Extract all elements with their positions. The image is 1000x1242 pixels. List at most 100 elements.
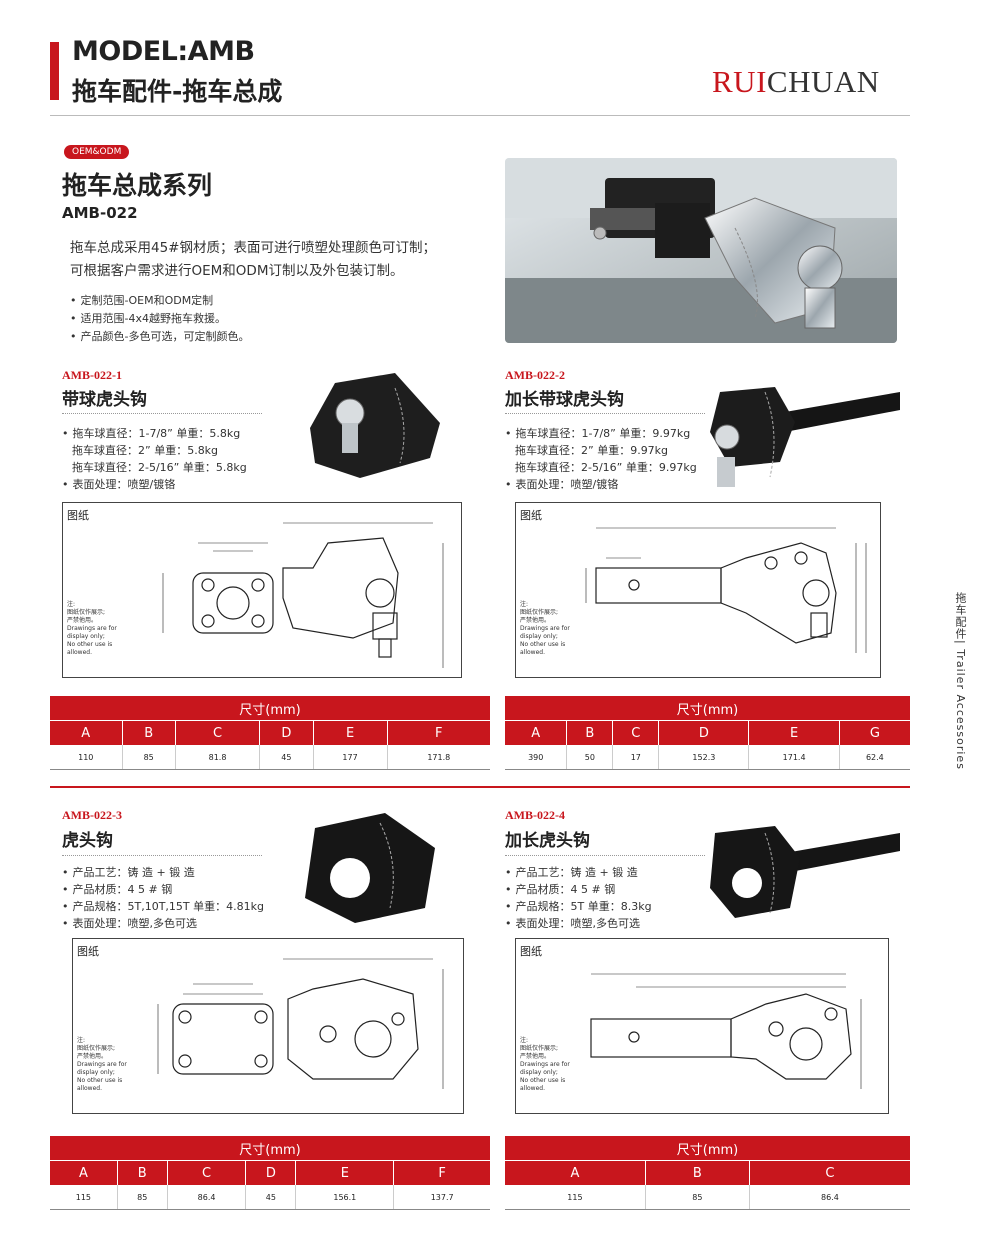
series-code: AMB-022 <box>62 204 138 222</box>
header-divider <box>50 115 910 116</box>
spec-line: 表面处理：喷塑/镀铬 <box>62 476 247 493</box>
bullet-item: 定制范围-OEM和ODM定制 <box>70 292 249 310</box>
drawing-label: 图纸 <box>520 509 542 522</box>
table-title: 尺寸(mm) <box>50 696 490 721</box>
product-code: AMB-022-4 <box>505 808 565 822</box>
brand-logo: RUICHUAN <box>712 64 880 100</box>
spec-line: 拖车球直径：1-7/8” 单重：5.8kg <box>62 425 247 442</box>
cell: 85 <box>645 1185 750 1210</box>
cell: 45 <box>259 745 314 770</box>
spec-line: 产品规格：5T,10T,15T 单重：4.81kg <box>62 898 264 915</box>
col-header: G <box>839 720 910 745</box>
hero-photo <box>505 158 897 343</box>
pintle-ball-hook-photo <box>310 373 440 478</box>
series-title: 拖车总成系列 <box>62 171 213 200</box>
product-specs: 产品工艺：铸 造 + 锻 造 产品材质：4 5 # 钢 产品规格：5T,10T,… <box>62 864 264 932</box>
spec-line: 产品规格：5T 单重：8.3kg <box>505 898 652 915</box>
cell: 152.3 <box>658 745 750 770</box>
divider <box>505 855 705 856</box>
cell: 177 <box>313 745 388 770</box>
cell: 115 <box>50 1185 118 1210</box>
spec-line: 产品材质：4 5 # 钢 <box>62 881 264 898</box>
spec-line: 表面处理：喷塑/镀铬 <box>505 476 697 493</box>
col-header: C <box>749 1160 910 1185</box>
spec-line: 产品材质：4 5 # 钢 <box>505 881 652 898</box>
col-header: A <box>50 1160 118 1185</box>
extended-pintle-hook-photo <box>710 826 900 918</box>
extended-ball-hook-photo <box>710 387 900 487</box>
col-header: A <box>505 1160 646 1185</box>
cell: 171.8 <box>387 745 490 770</box>
product-specs: 拖车球直径：1-7/8” 单重：9.97kg 拖车球直径：2” 单重：9.97k… <box>505 425 697 493</box>
cell: 81.8 <box>175 745 261 770</box>
col-header: E <box>748 720 840 745</box>
brand-rest: CHUAN <box>766 64 880 99</box>
intro-bullets: 定制范围-OEM和ODM定制 适用范围-4x4越野拖车救援。 产品颜色-多色可选… <box>70 292 250 346</box>
cell: 115 <box>505 1185 646 1210</box>
cell: 390 <box>505 745 568 770</box>
table-title: 尺寸(mm) <box>505 696 910 721</box>
col-header: F <box>393 1160 490 1185</box>
cell: 86.4 <box>749 1185 910 1210</box>
col-header: B <box>645 1160 750 1185</box>
spec-line: 拖车球直径：1-7/8” 单重：9.97kg <box>505 425 697 442</box>
cell: 85 <box>117 1185 168 1210</box>
col-header: C <box>167 1160 247 1185</box>
oem-badge: OEM&ODM <box>64 145 130 159</box>
cell: 110 <box>50 745 123 770</box>
col-header: E <box>313 720 388 745</box>
table-title: 尺寸(mm) <box>50 1136 490 1161</box>
bullet-item: 产品颜色-多色可选，可定制颜色。 <box>70 328 250 346</box>
section-divider <box>50 786 910 788</box>
spec-line: 产品工艺：铸 造 + 锻 造 <box>505 864 652 881</box>
cell: 156.1 <box>295 1185 395 1210</box>
col-header: A <box>50 720 123 745</box>
header-accent-bar <box>50 42 59 100</box>
drawing-label: 图纸 <box>77 945 99 958</box>
product-specs: 产品工艺：铸 造 + 锻 造 产品材质：4 5 # 钢 产品规格：5T 单重：8… <box>505 864 652 932</box>
spec-line: 拖车球直径：2-5/16” 单重：5.8kg <box>72 461 247 474</box>
product-name: 加长带球虎头钩 <box>505 390 624 410</box>
col-header: C <box>612 720 660 745</box>
divider <box>62 855 262 856</box>
model-title: MODEL:AMB <box>72 36 255 67</box>
product-code: AMB-022-3 <box>62 808 122 822</box>
col-header: C <box>175 720 261 745</box>
desc-line: 可根据客户需求进行OEM和ODM订制以及外包装订制。 <box>70 263 404 279</box>
col-header: D <box>245 1160 297 1185</box>
col-header: B <box>117 1160 168 1185</box>
cell: 62.4 <box>839 745 910 770</box>
bullet-item: 适用范围-4x4越野拖车救援。 <box>70 310 249 328</box>
desc-line: 拖车总成采用45#钢材质；表面可进行喷塑处理颜色可订制； <box>70 240 436 256</box>
col-header: B <box>566 720 614 745</box>
product-code: AMB-022-1 <box>62 368 122 382</box>
cell: 137.7 <box>393 1185 490 1210</box>
spec-line: 表面处理：喷塑,多色可选 <box>505 915 652 932</box>
spec-line: 拖车球直径：2-5/16” 单重：9.97kg <box>515 461 697 474</box>
cell: 45 <box>245 1185 297 1210</box>
cell: 171.4 <box>748 745 840 770</box>
pintle-hook-photo <box>305 813 435 923</box>
product-name: 带球虎头钩 <box>62 390 147 410</box>
drawing-label: 图纸 <box>67 509 89 522</box>
product-name: 加长虎头钩 <box>505 831 590 851</box>
spec-line: 拖车球直径：2” 单重：5.8kg <box>72 444 219 457</box>
col-header: D <box>658 720 750 745</box>
intro-description: 拖车总成采用45#钢材质；表面可进行喷塑处理颜色可订制； 可根据客户需求进行OE… <box>70 237 436 283</box>
brand-red: RUI <box>712 64 767 99</box>
spec-line: 表面处理：喷塑,多色可选 <box>62 915 264 932</box>
col-header: A <box>505 720 568 745</box>
col-header: E <box>295 1160 395 1185</box>
product-code: AMB-022-2 <box>505 368 565 382</box>
